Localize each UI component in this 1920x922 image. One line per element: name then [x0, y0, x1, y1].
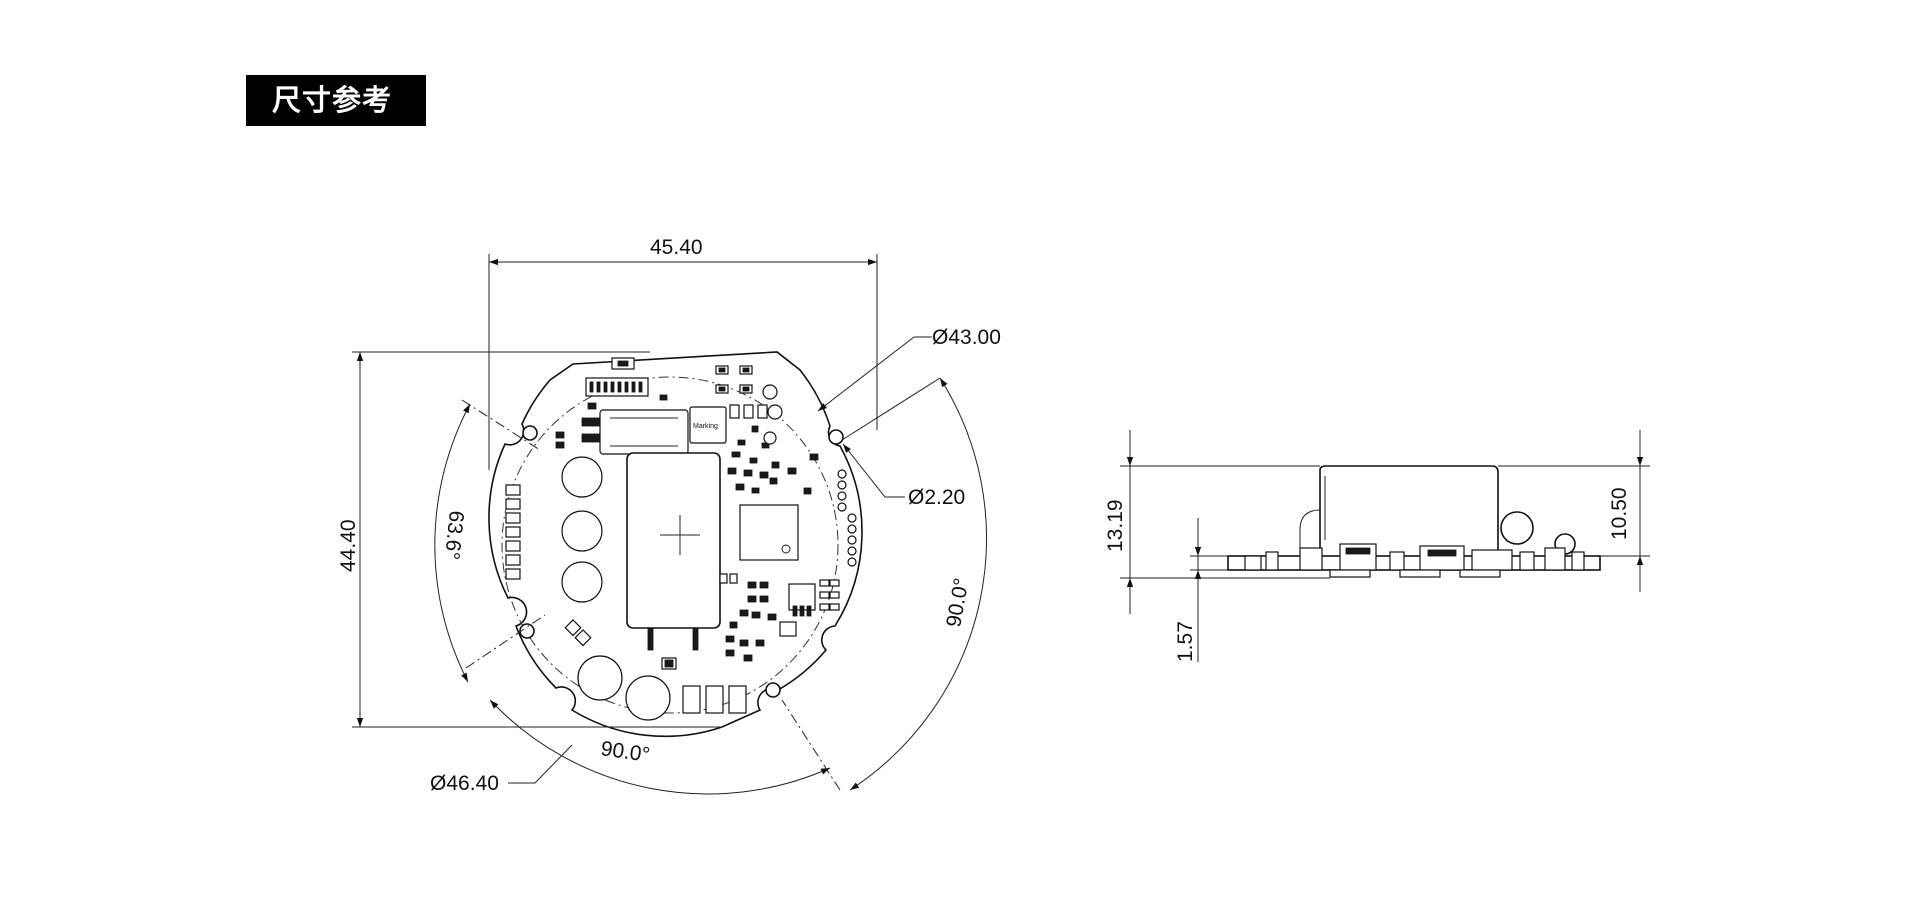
left-pad-column: [505, 484, 521, 580]
angle-arc-left: [434, 403, 471, 683]
side-lead-ring: [1500, 511, 1534, 545]
via-column: [837, 469, 857, 567]
mounting-hole: [765, 682, 781, 698]
crystal-lead: [581, 433, 601, 443]
side-view: 13.19 10.50 1.57: [1104, 430, 1650, 662]
mounting-hole: [519, 623, 535, 639]
round-pad: [577, 655, 623, 701]
bottom-pad: [705, 685, 724, 714]
capacitor-lead: [692, 627, 699, 651]
bottom-pad: [682, 685, 701, 714]
angle-arc-right: [849, 377, 988, 791]
mounting-hole: [828, 429, 844, 445]
chip-marking-text: Marking: [693, 423, 718, 430]
ic-chip: [739, 504, 799, 561]
section-title: 尺寸参考: [246, 75, 426, 126]
connector-pins: [589, 381, 643, 393]
hole-circle: [501, 376, 839, 714]
outer-diameter-label: Ø46.40: [430, 772, 499, 795]
side-pcb-components: [1244, 543, 1585, 578]
side-component: [1319, 465, 1499, 556]
capacitor-lead: [647, 627, 654, 651]
total-height-label: 13.19: [1104, 499, 1127, 552]
crystal-lead: [581, 417, 601, 427]
width-label: 45.40: [650, 236, 703, 259]
round-pad: [625, 675, 671, 721]
height-label: 44.40: [337, 519, 360, 572]
side-pcb-board: [1227, 555, 1601, 571]
diamond-pad: [564, 619, 582, 637]
component-height-label: 10.50: [1608, 487, 1631, 540]
outer-diameter-leader: [508, 744, 573, 784]
angle-bottom-label: 90.0°: [599, 737, 651, 767]
board-thickness-label: 1.57: [1174, 621, 1197, 662]
diamond-pad: [574, 629, 592, 647]
crystal-part: [599, 409, 689, 455]
small-components: [555, 365, 840, 670]
bottom-pad: [728, 685, 747, 714]
angle-right-label: 90.0°: [942, 576, 973, 629]
round-pad: [561, 561, 603, 603]
large-capacitor: [626, 452, 721, 629]
hole-diameter-label: Ø2.20: [908, 486, 965, 509]
side-lead-loop: [1299, 509, 1321, 556]
hole-circle-diameter-label: Ø43.00: [932, 326, 1001, 349]
round-pad: [561, 510, 603, 552]
round-pad: [561, 456, 603, 498]
marking-chip: [689, 406, 727, 444]
hole-circle-leader: [817, 336, 932, 412]
hole-diameter-leader: [842, 443, 905, 498]
mounting-hole: [522, 425, 538, 441]
angle-left-label: 63.6°: [440, 509, 468, 560]
smd-part: [617, 360, 629, 367]
angle-arc-bottom: [489, 699, 831, 795]
front-view: Marking: [337, 236, 1001, 795]
